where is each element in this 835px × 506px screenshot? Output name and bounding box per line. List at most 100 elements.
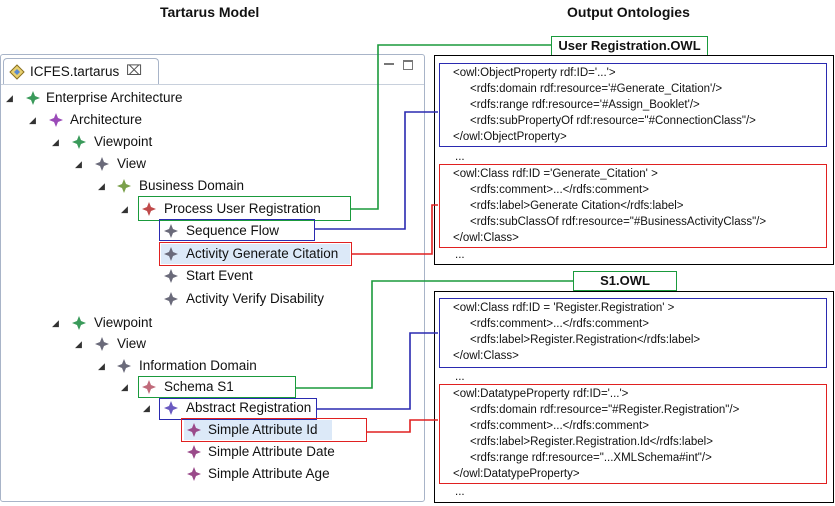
red-element-icon xyxy=(142,202,156,216)
panel-separator xyxy=(1,84,424,85)
blue-connector-1 xyxy=(315,111,438,230)
ellipsis: ... xyxy=(455,486,465,498)
ontology-label-s1: S1.OWL xyxy=(573,271,677,291)
gray-element-icon xyxy=(164,247,178,261)
tree-item-label: View xyxy=(117,336,147,351)
expanded-arrow-icon[interactable]: ◢ xyxy=(29,115,36,125)
code-line: <rdfs:domain rdf:resource="#Register.Reg… xyxy=(470,404,740,416)
ontology-label-user-registration: User Registration.OWL xyxy=(551,36,708,56)
gray-element-icon xyxy=(95,157,109,171)
code-line: <rdfs:comment>...</rdfs:comment> xyxy=(470,318,649,330)
tree-item-label: Start Event xyxy=(186,268,253,283)
purple-element-icon xyxy=(49,113,63,127)
tree-item-label: View xyxy=(117,156,147,171)
tree-item-label: Sequence Flow xyxy=(186,223,280,238)
expanded-arrow-icon[interactable]: ◢ xyxy=(52,137,59,147)
gray-element-icon xyxy=(117,359,131,373)
purple-element-icon xyxy=(187,423,201,437)
tree-item-label: Simple Attribute Age xyxy=(208,466,330,481)
blue-connector-2 xyxy=(317,332,438,410)
red-connector-1 xyxy=(352,204,438,255)
tree-item-label: Abstract Registration xyxy=(186,400,312,415)
red-connector-2 xyxy=(367,419,438,433)
green-connector-1 xyxy=(351,44,551,210)
code-line: </owl:Class> xyxy=(453,350,519,362)
expanded-arrow-icon[interactable]: ◢ xyxy=(143,403,150,413)
tree-item-label: Simple Attribute Id xyxy=(208,422,318,437)
tree-item-label: Process User Registration xyxy=(164,201,321,216)
code-line: <rdfs:range rdf:resource='#Assign_Bookle… xyxy=(470,99,700,111)
tree-item-label: Enterprise Architecture xyxy=(46,90,183,105)
green-highlight-schema-s1 xyxy=(138,376,296,398)
tab-title: ICFES.tartarus xyxy=(30,64,120,79)
tree-item-simple-attribute-id[interactable]: Simple Attribute Id xyxy=(184,420,332,440)
expanded-arrow-icon[interactable]: ◢ xyxy=(98,361,105,371)
expanded-arrow-icon[interactable]: ◢ xyxy=(121,382,128,392)
gray-element-icon xyxy=(164,292,178,306)
expanded-arrow-icon[interactable]: ◢ xyxy=(75,159,82,169)
tree-item-label: Business Domain xyxy=(139,178,245,193)
code-line: <rdfs:subPropertyOf rdf:resource="#Conne… xyxy=(470,115,756,127)
tree-item-label: Simple Attribute Date xyxy=(208,444,335,459)
green-highlight-process-user-registration xyxy=(138,196,351,221)
code-line: <rdfs:label>Register.Registration</rdfs:… xyxy=(470,334,701,346)
blue-highlight-abstract-registration xyxy=(159,398,317,420)
tree-item-label: Activity Generate Citation xyxy=(186,246,339,261)
ellipsis: ... xyxy=(455,249,465,261)
code-line: <rdfs:domain rdf:resource='#Generate_Cit… xyxy=(470,83,723,95)
tree-item-label: Viewpoint xyxy=(94,134,153,149)
tree-item-label: Architecture xyxy=(70,112,143,127)
purple-element-icon xyxy=(187,467,201,481)
gray-element-icon xyxy=(164,224,178,238)
tree-item-label: Schema S1 xyxy=(164,379,234,394)
code-line: <owl:Class rdf:ID ='Generate_Citation' > xyxy=(453,168,658,180)
red-highlight-simple-attribute-id xyxy=(181,418,367,442)
code-line: <owl:ObjectProperty rdf:ID='...'> xyxy=(453,67,616,79)
green-element-icon xyxy=(72,316,86,330)
expanded-arrow-icon[interactable]: ◢ xyxy=(121,204,128,214)
gray-element-icon xyxy=(95,337,109,351)
expanded-arrow-icon[interactable]: ◢ xyxy=(52,318,59,328)
ontology-box-user-registration: <owl:ObjectProperty rdf:ID='...'> <rdfs:… xyxy=(434,55,834,265)
code-line: <rdfs:range rdf:resource="...XMLSchema#i… xyxy=(470,452,712,464)
code-line: <owl:Class rdf:ID = 'Register.Registrati… xyxy=(453,302,675,314)
object-property-block: <owl:ObjectProperty rdf:ID='...'> <rdfs:… xyxy=(439,63,827,147)
code-line: </owl:ObjectProperty> xyxy=(453,131,567,143)
green-connector-2 xyxy=(296,280,573,389)
ontology-box-s1: <owl:Class rdf:ID = 'Register.Registrati… xyxy=(434,291,834,503)
minimize-icon[interactable] xyxy=(384,63,394,65)
editor-tab[interactable]: ICFES.tartarus ⌧ xyxy=(3,58,159,84)
expanded-arrow-icon[interactable]: ◢ xyxy=(75,339,82,349)
expanded-arrow-icon[interactable]: ◢ xyxy=(6,93,13,103)
code-line: <rdfs:label>Register.Registration.Id</rd… xyxy=(470,436,713,448)
code-line: </owl:DatatypeProperty> xyxy=(453,468,580,480)
output-ontologies-heading: Output Ontologies xyxy=(567,4,690,20)
code-line: <rdfs:subClassOf rdf:resource="#Business… xyxy=(470,216,767,228)
code-line: <owl:DatatypeProperty rdf:ID='...'> xyxy=(453,388,629,400)
tree-item-label: Information Domain xyxy=(139,358,257,373)
blue-element-icon xyxy=(164,401,178,415)
datatype-property-block: <owl:DatatypeProperty rdf:ID='...'> <rdf… xyxy=(439,384,827,484)
close-icon[interactable]: ⌧ xyxy=(126,62,143,78)
code-line: <rdfs:comment>...</rdfs:comment> xyxy=(470,420,649,432)
tartarus-model-heading: Tartarus Model xyxy=(160,4,260,20)
expanded-arrow-icon[interactable]: ◢ xyxy=(98,181,105,191)
green-element-icon xyxy=(72,135,86,149)
class-block: <owl:Class rdf:ID ='Generate_Citation' >… xyxy=(439,164,827,248)
ellipsis: ... xyxy=(455,151,465,163)
green-element-icon xyxy=(26,91,40,105)
code-line: <rdfs:label>Generate Citation</rdfs:labe… xyxy=(470,200,684,212)
purple-element-icon xyxy=(187,445,201,459)
tree-item-label: Activity Verify Disability xyxy=(186,291,325,306)
code-line: <rdfs:comment>...</rdfs:comment> xyxy=(470,184,649,196)
red-highlight-activity-generate-citation xyxy=(159,242,352,266)
class-block: <owl:Class rdf:ID = 'Register.Registrati… xyxy=(439,298,827,368)
blue-highlight-sequence-flow xyxy=(159,219,315,241)
maximize-icon[interactable] xyxy=(403,60,413,70)
tree-item-label: Viewpoint xyxy=(94,315,153,330)
tree-item-activity-generate-citation[interactable]: Activity Generate Citation xyxy=(161,244,350,264)
red-element-icon xyxy=(142,380,156,394)
code-line: </owl:Class> xyxy=(453,232,519,244)
ellipsis: ... xyxy=(455,371,465,383)
